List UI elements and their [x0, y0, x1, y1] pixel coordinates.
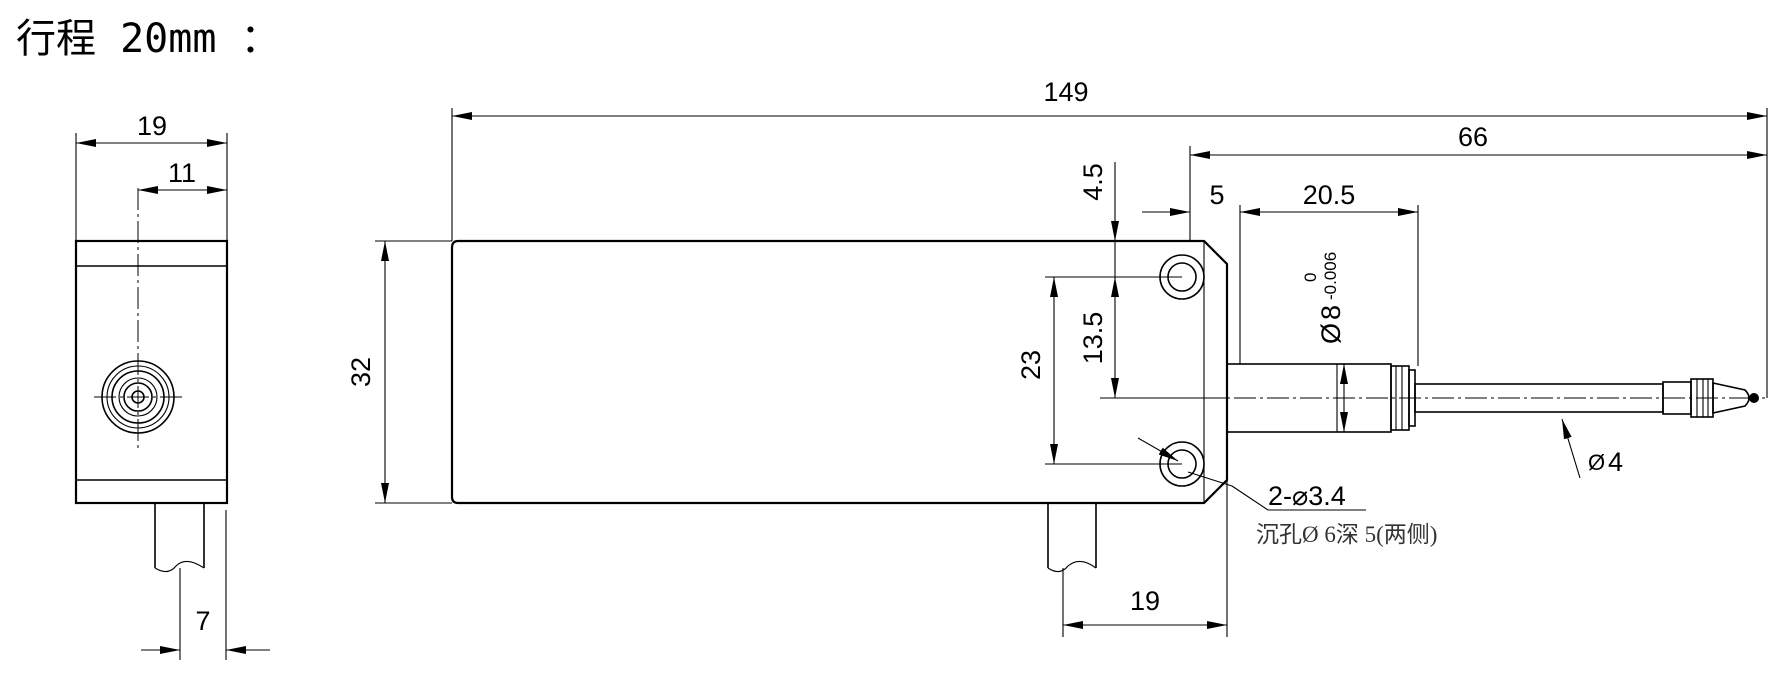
end-view-offset-dim: 11: [168, 158, 196, 188]
hole-center-dim: 13.5: [1078, 312, 1108, 365]
shaft-diameter-callout: Ø 8 0 -0.006: [1301, 252, 1346, 344]
flange-dim: 5: [1209, 180, 1224, 210]
end-view-width-dim: 19: [137, 111, 167, 141]
shaft-diameter-upper-tol: 0: [1301, 273, 1320, 282]
hole-pitch-dim: 23: [1016, 350, 1046, 380]
cable-position-dim: 19: [1130, 586, 1160, 616]
collar-dim: 20.5: [1303, 180, 1356, 210]
end-view-body: [74, 239, 229, 505]
total-length-dim: 149: [1043, 77, 1088, 107]
rod-diameter-symbol: Ø: [1588, 450, 1605, 475]
shaft-diameter-nominal: 8: [1316, 305, 1346, 320]
height-dim: 32: [346, 357, 376, 387]
stroke-title: 行程 20mm ：: [16, 16, 281, 62]
end-view-cable: [154, 503, 205, 568]
end-view: 19 11 7: [74, 111, 270, 660]
shaft-diameter-symbol: Ø: [1316, 323, 1346, 344]
holes-spec-label: 2-⌀3.4: [1268, 481, 1346, 511]
side-view-cable: [1047, 503, 1097, 568]
holes-note-label: 沉孔Ø 6深 5(两侧): [1256, 522, 1437, 547]
rod-length-dim: 66: [1458, 122, 1488, 152]
shaft-diameter-lower-tol: -0.006: [1321, 252, 1340, 300]
hole-top-offset-dim: 4.5: [1078, 163, 1108, 201]
end-view-cable-dim: 7: [195, 606, 210, 636]
rod-diameter-value: 4: [1608, 447, 1623, 477]
side-view: 149 66 5 20.5 4.5 13.5 23 32 19: [346, 77, 1768, 637]
sensor-body: [450, 239, 1229, 505]
